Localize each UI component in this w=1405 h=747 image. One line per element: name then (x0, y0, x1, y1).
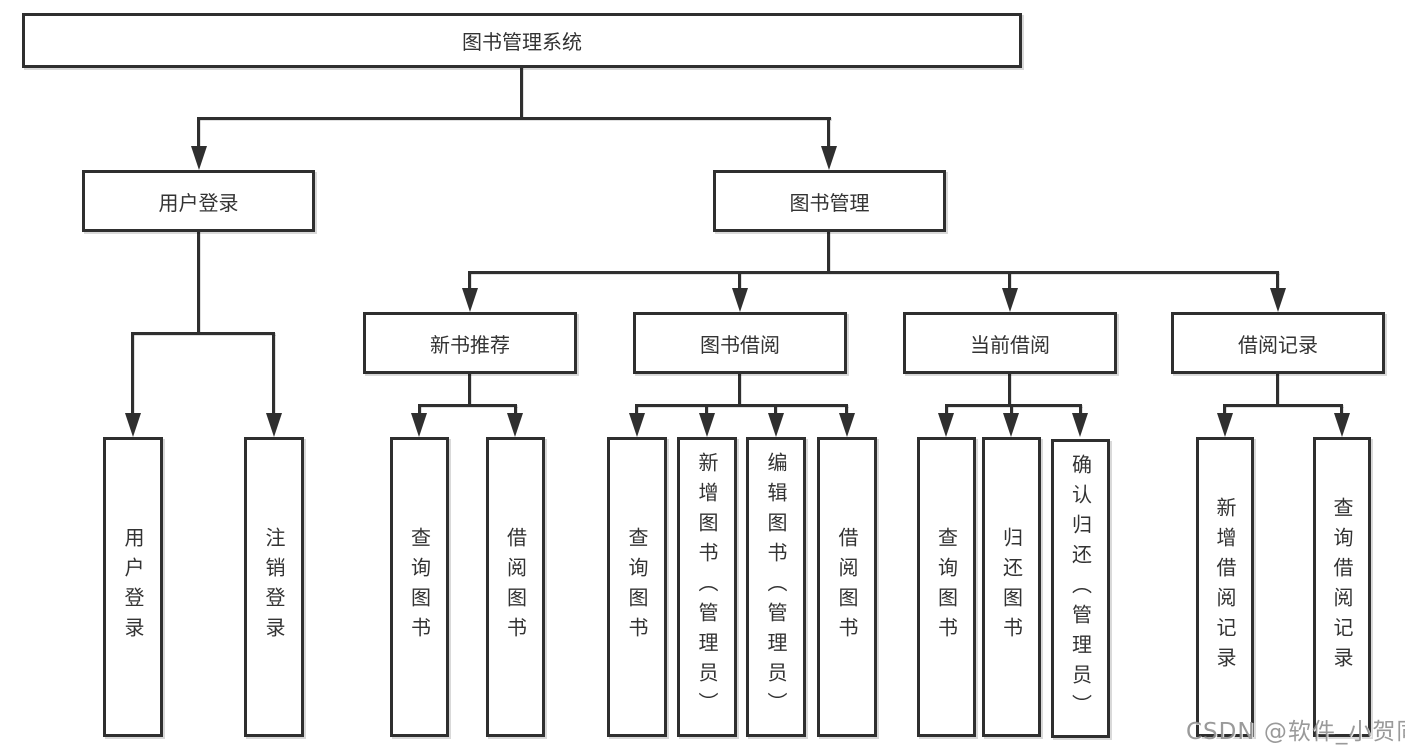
connector-hline (468, 271, 1279, 274)
connector-vline (272, 334, 275, 414)
node-label: 新书推荐 (430, 332, 510, 357)
arrow-down-icon (507, 413, 523, 437)
arrow-down-icon (191, 146, 207, 170)
node-label: 图书管理系统 (462, 30, 582, 54)
connector-vline (468, 372, 471, 406)
leaf-label: 借阅图书 (835, 527, 859, 647)
leaf-confirm-return-admin: 确认归还（管理员） (1051, 439, 1110, 738)
watermark: CSDN @软件_小贺同学 (1186, 719, 1405, 745)
connector-vline (827, 119, 830, 149)
arrow-down-icon (1003, 413, 1019, 437)
arrow-down-icon (938, 413, 954, 437)
arrow-down-icon (839, 413, 855, 437)
connector-hline (635, 404, 848, 407)
connector-vline (635, 406, 638, 416)
arrow-down-icon (1270, 288, 1286, 312)
arrow-down-icon (732, 288, 748, 312)
connector-vline (945, 406, 948, 416)
node-book-borrowing: 图书借阅 (633, 312, 847, 374)
connector-vline (1223, 406, 1226, 416)
connector-vline (197, 119, 200, 149)
node-user-login: 用户登录 (82, 170, 315, 232)
connector-vline (1276, 372, 1279, 406)
node-label: 图书借阅 (700, 332, 780, 357)
connector-hline (1223, 404, 1343, 407)
arrow-down-icon (1072, 413, 1088, 437)
arrow-down-icon (821, 146, 837, 170)
arrow-down-icon (411, 413, 427, 437)
arrow-down-icon (1334, 413, 1350, 437)
connector-vline (845, 406, 848, 416)
connector-vline (1008, 372, 1011, 406)
leaf-label: 查询图书 (934, 527, 959, 647)
connector-vline (774, 406, 777, 416)
connector-vline (738, 372, 741, 406)
leaf-label: 确认归还（管理员） (1068, 453, 1093, 724)
connector-vline (1010, 406, 1013, 416)
connector-hline (197, 117, 831, 120)
arrow-down-icon (266, 413, 282, 437)
leaf-query-books-current: 查询图书 (917, 437, 976, 737)
leaf-label: 查询借阅记录 (1330, 497, 1354, 677)
connector-hline (131, 332, 275, 335)
connector-vline (197, 230, 200, 334)
connector-hline (418, 404, 517, 407)
arrow-down-icon (125, 413, 141, 437)
leaf-label: 用户登录 (121, 527, 145, 647)
connector-vline (131, 334, 134, 414)
node-label: 借阅记录 (1238, 332, 1318, 357)
connector-vline (705, 406, 708, 416)
leaf-borrow-books-recommend: 借阅图书 (486, 437, 545, 737)
connector-vline (827, 230, 830, 273)
connector-vline (468, 273, 471, 291)
leaf-return-books: 归还图书 (982, 437, 1041, 737)
leaf-logout: 注销登录 (244, 437, 304, 737)
connector-vline (1340, 406, 1343, 416)
connector-vline (520, 66, 523, 119)
connector-vline (514, 406, 517, 416)
leaf-label: 编辑图书（管理员） (764, 452, 788, 722)
leaf-label: 借阅图书 (503, 527, 528, 647)
leaf-label: 注销登录 (262, 527, 286, 647)
leaf-add-books-admin: 新增图书（管理员） (677, 437, 737, 737)
arrow-down-icon (1002, 288, 1018, 312)
node-borrowing-records: 借阅记录 (1171, 312, 1385, 374)
arrow-down-icon (768, 413, 784, 437)
leaf-label: 归还图书 (999, 527, 1024, 647)
node-label: 当前借阅 (970, 332, 1050, 357)
node-book-management: 图书管理 (713, 170, 946, 232)
connector-vline (1276, 273, 1279, 291)
connector-vline (418, 406, 421, 416)
connector-hline (945, 404, 1082, 407)
node-current-borrowing: 当前借阅 (903, 312, 1117, 374)
node-label: 图书管理 (789, 190, 870, 215)
leaf-edit-books-admin: 编辑图书（管理员） (746, 437, 806, 737)
leaf-label: 查询图书 (625, 527, 649, 647)
leaf-query-books-recommend: 查询图书 (390, 437, 449, 737)
leaf-user-login: 用户登录 (103, 437, 163, 737)
arrow-down-icon (1217, 413, 1233, 437)
arrow-down-icon (462, 288, 478, 312)
leaf-label: 新增图书（管理员） (695, 452, 719, 722)
node-library-management-system: 图书管理系统 (22, 13, 1022, 68)
leaf-query-books-borrowing: 查询图书 (607, 437, 667, 737)
leaf-label: 新增借阅记录 (1213, 497, 1237, 677)
leaf-query-borrow-record: 查询借阅记录 (1313, 437, 1371, 737)
leaf-add-borrow-record: 新增借阅记录 (1196, 437, 1254, 737)
connector-vline (1079, 406, 1082, 416)
arrow-down-icon (629, 413, 645, 437)
leaf-borrow-books: 借阅图书 (817, 437, 877, 737)
node-new-book-recommend: 新书推荐 (363, 312, 577, 374)
leaf-label: 查询图书 (407, 527, 432, 647)
node-label: 用户登录 (158, 190, 239, 215)
arrow-down-icon (699, 413, 715, 437)
connector-vline (738, 273, 741, 291)
connector-vline (1008, 273, 1011, 291)
